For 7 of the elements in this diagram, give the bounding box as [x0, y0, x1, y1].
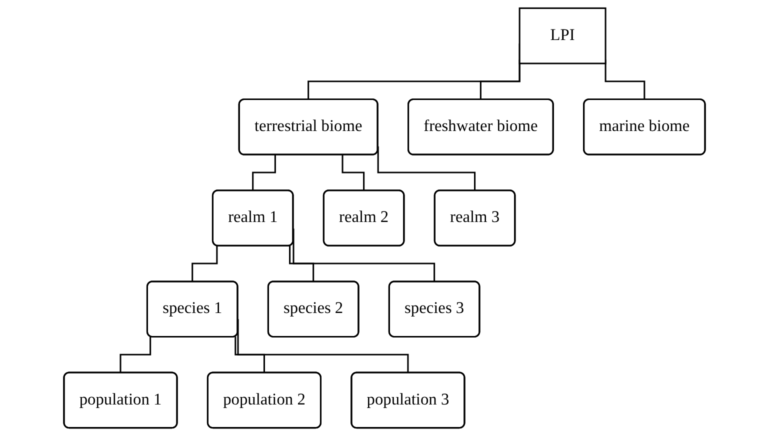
- connector: [252, 155, 276, 192]
- connector: [192, 246, 218, 283]
- connector: [120, 336, 152, 374]
- connector: [342, 155, 365, 192]
- connector: [234, 336, 266, 374]
- node-box: LPI: [518, 7, 606, 64]
- connector: [289, 246, 315, 283]
